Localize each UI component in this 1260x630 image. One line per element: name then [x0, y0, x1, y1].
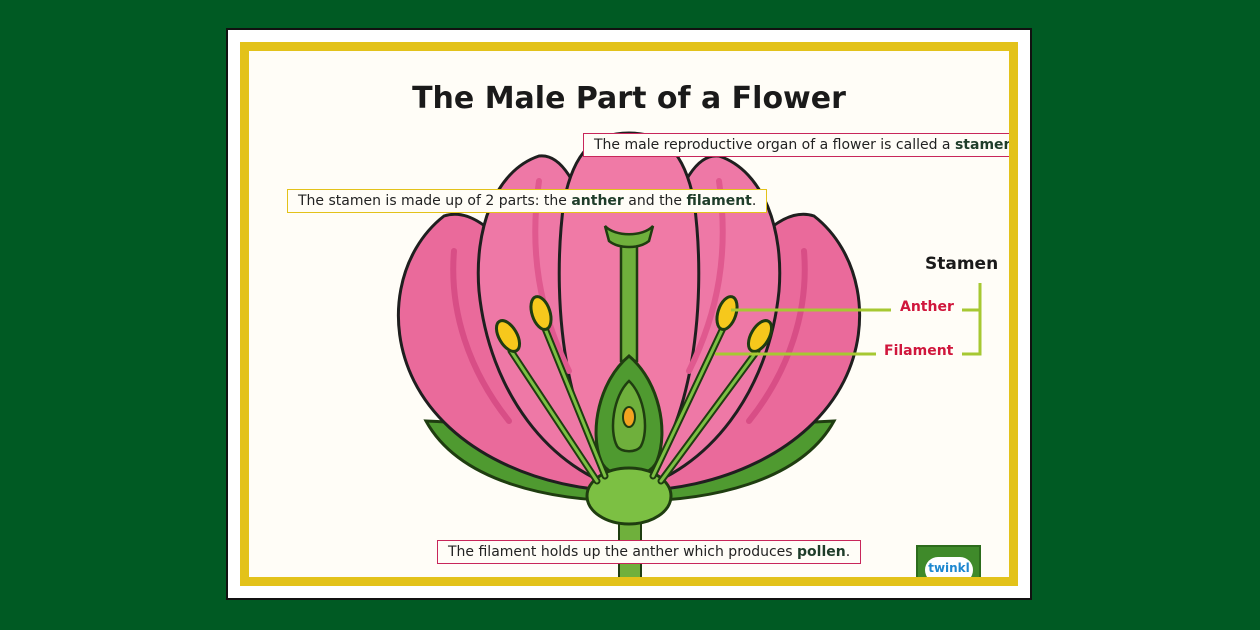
- style: [619, 234, 639, 363]
- filament-label: Filament: [884, 343, 954, 359]
- page-title: The Male Part of a Flower: [412, 81, 846, 116]
- poster-frame: The Male Part of a Flower The male repro…: [240, 42, 1018, 586]
- anther: [715, 295, 739, 331]
- stamen-label: Stamen: [925, 254, 999, 274]
- anther: [746, 319, 774, 353]
- poster-card: The Male Part of a Flower The male repro…: [226, 28, 1032, 600]
- stamen-definition-callout: The male reproductive organ of a flower …: [583, 133, 1009, 157]
- twinkl-logo: twinkl: [916, 545, 981, 577]
- receptacle: [585, 466, 673, 526]
- pollen-callout: The filament holds up the anther which p…: [437, 540, 862, 564]
- stamen-parts-callout: The stamen is made up of 2 parts: the an…: [287, 189, 768, 213]
- logo-text: twinkl: [928, 561, 970, 575]
- anther: [529, 295, 553, 331]
- stigma: [603, 225, 655, 249]
- stamen-bracket: [962, 283, 982, 356]
- ovule: [622, 406, 636, 428]
- anther: [494, 319, 522, 353]
- anther-label: Anther: [900, 299, 954, 315]
- flower-diagram: [396, 131, 982, 577]
- logo-cloud-icon: twinkl: [925, 557, 973, 577]
